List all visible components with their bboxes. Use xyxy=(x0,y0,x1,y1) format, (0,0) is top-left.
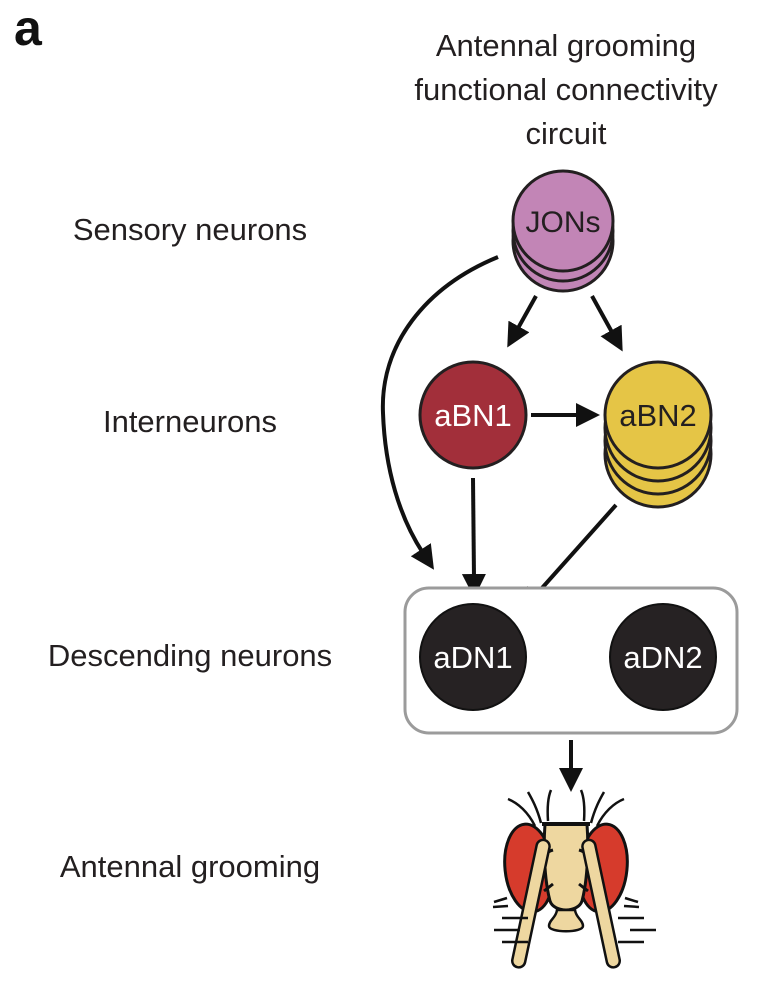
fly-grooming-illustration xyxy=(492,789,656,969)
node-abn1: aBN1 xyxy=(418,360,528,470)
edge-jons-to-abn1 xyxy=(507,295,538,348)
fly-head-capsule xyxy=(542,822,590,912)
edge-abn1-to-adn1 xyxy=(461,477,486,598)
fly-eye-bristles xyxy=(492,896,640,909)
row-label-sensory-neurons: Sensory neurons xyxy=(72,212,308,247)
fly-proboscis xyxy=(547,908,585,933)
abn2-stack-circle xyxy=(603,360,713,470)
node-adn2-label: aDN2 xyxy=(623,640,702,675)
fly-head-bristles xyxy=(507,789,625,827)
node-adn2: aDN2 xyxy=(609,603,717,711)
edges xyxy=(380,255,623,792)
adn1-circle xyxy=(419,603,527,711)
row-label-antennal-grooming: Antennal grooming xyxy=(59,849,321,884)
node-abn2-label: aBN2 xyxy=(619,398,697,433)
adn2-circle xyxy=(609,603,717,711)
figure-title-line3: circuit xyxy=(525,116,607,151)
row-label-interneurons: Interneurons xyxy=(102,404,278,439)
node-jons-label: JONs xyxy=(526,206,601,239)
fly-left-foreleg xyxy=(510,838,551,969)
node-adn1-label: aDN1 xyxy=(433,640,512,675)
figure-title-line1: Antennal grooming xyxy=(435,28,697,63)
fly-right-foreleg xyxy=(581,838,622,969)
fly-motion-lines xyxy=(494,916,656,944)
node-abn1-label: aBN1 xyxy=(434,398,512,433)
abn1-circle xyxy=(418,360,528,470)
figure-title: Antennal grooming functional connectivit… xyxy=(370,24,762,156)
row-label-descending-neurons: Descending neurons xyxy=(47,638,333,673)
node-adn1: aDN1 xyxy=(419,603,527,711)
edge-jons-to-abn2 xyxy=(590,295,623,352)
node-abn2: aBN2 xyxy=(603,360,713,509)
panel-letter: a xyxy=(14,0,42,56)
node-jons: JONs xyxy=(511,169,615,293)
jons-stack-circle xyxy=(511,169,615,273)
edge-jons-to-adn1 xyxy=(380,255,499,570)
edge-abn2-to-adn1 xyxy=(520,503,618,612)
figure-title-line2: functional connectivity xyxy=(414,72,718,107)
